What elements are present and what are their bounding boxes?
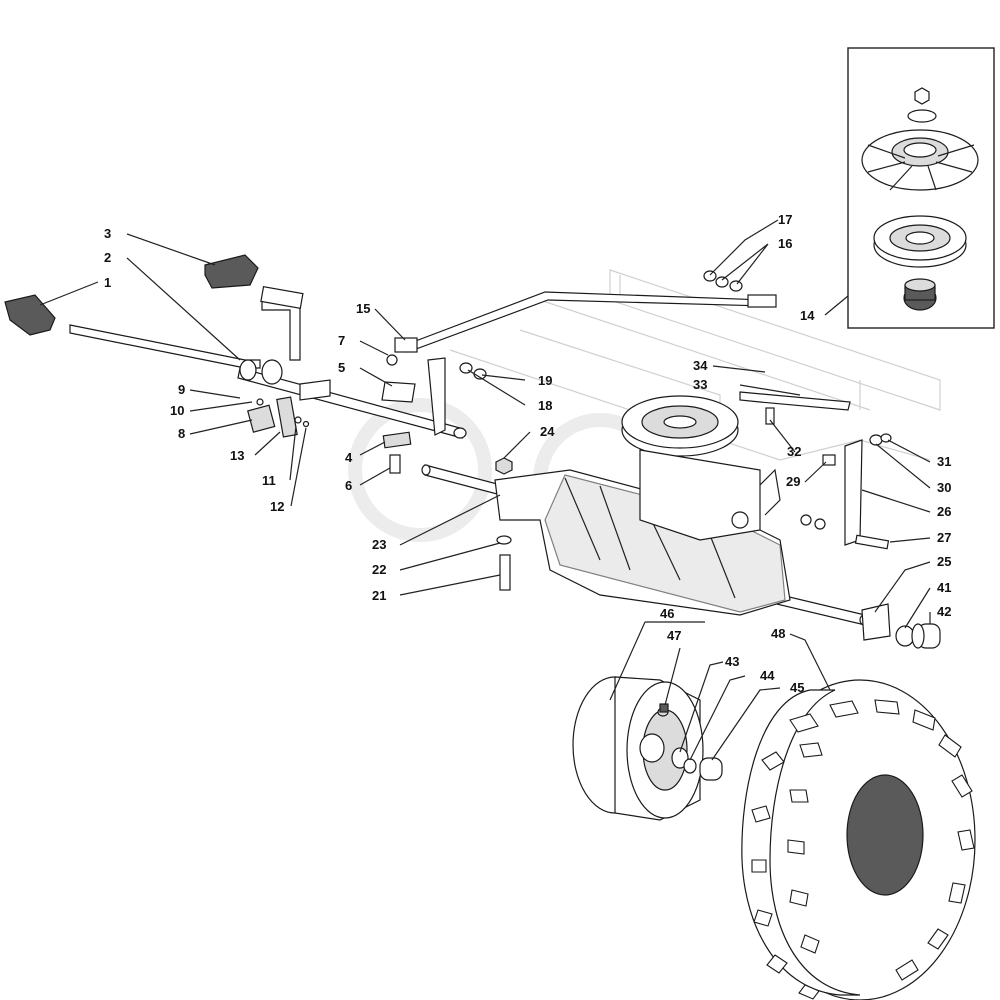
leader-lines xyxy=(39,219,931,761)
label-12: 12 xyxy=(270,499,284,514)
label-3: 3 xyxy=(104,226,111,241)
inset-nut xyxy=(914,87,930,105)
tyre xyxy=(741,679,976,1000)
label-23: 23 xyxy=(372,537,386,552)
label-8: 8 xyxy=(178,426,185,441)
label-2: 2 xyxy=(104,250,111,265)
label-21: 21 xyxy=(372,588,386,603)
wheel-rim xyxy=(572,676,723,821)
label-44: 44 xyxy=(760,668,775,683)
grip-part-1 xyxy=(4,294,56,336)
right-small-parts xyxy=(800,433,941,649)
label-31: 31 xyxy=(937,454,951,469)
label-33: 33 xyxy=(693,377,707,392)
label-48: 48 xyxy=(771,626,785,641)
label-5: 5 xyxy=(338,360,345,375)
inset-washer xyxy=(907,109,937,123)
inset-box xyxy=(847,47,995,329)
label-14: 14 xyxy=(800,308,815,323)
label-24: 24 xyxy=(540,424,555,439)
label-30: 30 xyxy=(937,480,951,495)
label-10: 10 xyxy=(170,403,184,418)
label-42: 42 xyxy=(937,604,951,619)
label-27: 27 xyxy=(937,530,951,545)
label-19: 19 xyxy=(538,373,552,388)
knob-part-3 xyxy=(204,254,259,289)
rod-end xyxy=(747,294,777,308)
label-46: 46 xyxy=(660,606,674,621)
label-18: 18 xyxy=(538,398,552,413)
label-29: 29 xyxy=(786,474,800,489)
label-6: 6 xyxy=(345,478,352,493)
label-4: 4 xyxy=(345,450,353,465)
label-34: 34 xyxy=(693,358,708,373)
label-17: 17 xyxy=(778,212,792,227)
label-22: 22 xyxy=(372,562,386,577)
label-26: 26 xyxy=(937,504,951,519)
label-25: 25 xyxy=(937,554,951,569)
label-16: 16 xyxy=(778,236,792,251)
inset-pulley xyxy=(873,215,967,268)
label-15: 15 xyxy=(356,301,370,316)
left-small-parts xyxy=(4,254,743,591)
label-1: 1 xyxy=(104,275,111,290)
label-45: 45 xyxy=(790,680,804,695)
label-47: 47 xyxy=(667,628,681,643)
inset-fan xyxy=(861,129,979,191)
rod-joint xyxy=(394,337,418,353)
label-13: 13 xyxy=(230,448,244,463)
label-43: 43 xyxy=(725,654,739,669)
inset-hub xyxy=(903,278,937,311)
callout-labels: 1 2 3 4 5 6 7 8 9 10 11 12 13 14 15 16 1… xyxy=(104,212,951,695)
label-41: 41 xyxy=(937,580,951,595)
transaxle xyxy=(421,391,869,626)
label-7: 7 xyxy=(338,333,345,348)
label-11: 11 xyxy=(262,473,276,488)
linkage-rods xyxy=(69,285,777,439)
label-32: 32 xyxy=(787,444,801,459)
label-9: 9 xyxy=(178,382,185,397)
